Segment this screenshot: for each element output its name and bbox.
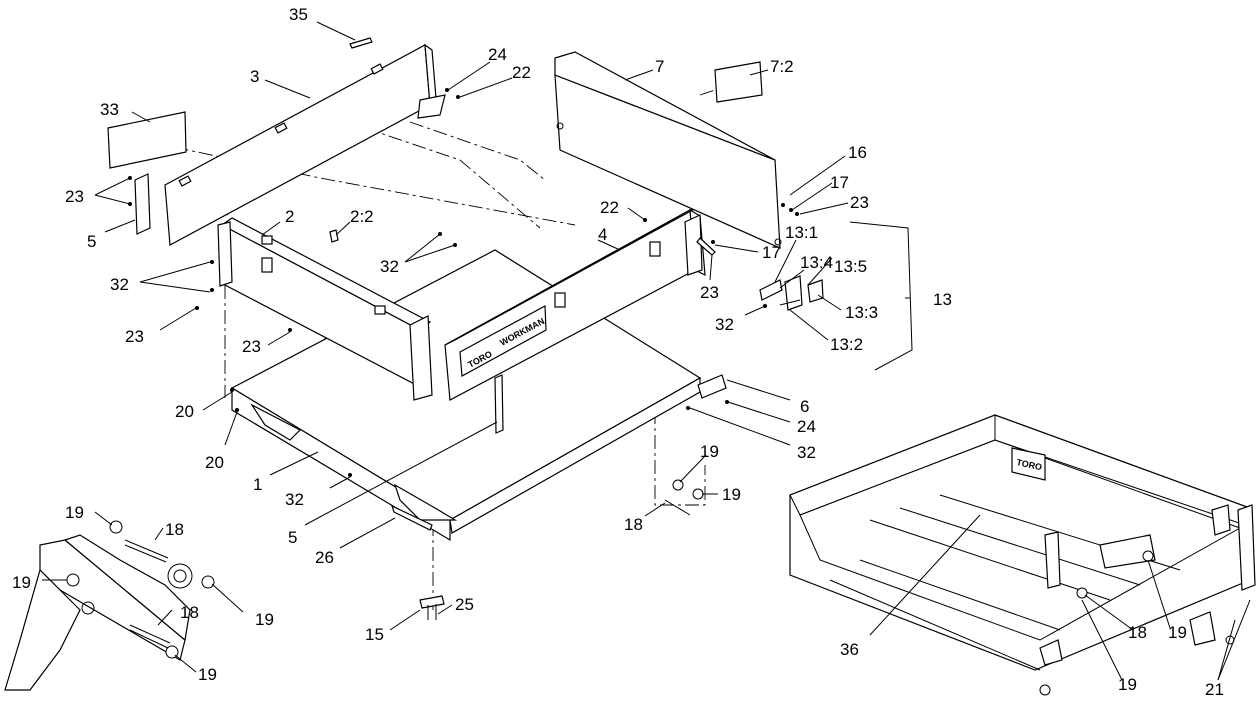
callout-24: 24 xyxy=(797,417,816,436)
part-2-side-panel xyxy=(217,217,433,401)
callout-7-2: 7:2 xyxy=(770,57,794,76)
callout-1: 1 xyxy=(253,475,262,494)
callout-23: 23 xyxy=(242,337,261,356)
callout-33: 33 xyxy=(100,100,119,119)
callout-19: 19 xyxy=(700,442,719,461)
callout-22: 22 xyxy=(512,63,531,82)
callout-32: 32 xyxy=(715,315,734,334)
callout-labels: 35 3 24 22 7 7:2 33 23 5 2 2:2 22 4 16 1… xyxy=(12,5,1224,699)
callout-13-3: 13:3 xyxy=(845,303,878,322)
callout-6: 6 xyxy=(800,397,809,416)
callout-13-2: 13:2 xyxy=(830,335,863,354)
callout-18: 18 xyxy=(624,515,643,534)
callout-13-4: 13:4 xyxy=(800,253,833,272)
callout-18: 18 xyxy=(165,520,184,539)
part-7-tailgate xyxy=(554,51,782,249)
callout-20: 20 xyxy=(175,402,194,421)
callout-19: 19 xyxy=(1168,623,1187,642)
part-6-latch-plate xyxy=(697,374,727,399)
callout-13: 13 xyxy=(933,290,952,309)
part-33-decal xyxy=(107,111,187,169)
callout-21: 21 xyxy=(1205,680,1224,699)
callout-19: 19 xyxy=(198,665,217,684)
callout-19: 19 xyxy=(12,573,31,592)
assembled-bed-view: TORO xyxy=(789,414,1256,696)
callout-16: 16 xyxy=(848,143,867,162)
part-5-strip xyxy=(494,374,504,434)
callout-5: 5 xyxy=(288,528,297,547)
callout-23: 23 xyxy=(700,283,719,302)
callout-32: 32 xyxy=(110,275,129,294)
callout-19: 19 xyxy=(1118,675,1137,694)
part-13-latch-assembly xyxy=(759,275,824,311)
callout-19: 19 xyxy=(722,485,741,504)
callout-24: 24 xyxy=(488,45,507,64)
callout-32: 32 xyxy=(380,257,399,276)
callout-2-2: 2:2 xyxy=(350,207,374,226)
callout-7: 7 xyxy=(655,57,664,76)
callout-32: 32 xyxy=(285,490,304,509)
callout-23: 23 xyxy=(65,187,84,206)
callout-20: 20 xyxy=(205,453,224,472)
callout-26: 26 xyxy=(315,548,334,567)
callout-19: 19 xyxy=(65,503,84,522)
callout-4: 4 xyxy=(598,225,607,244)
callout-17: 17 xyxy=(762,243,781,262)
part-5-bracket-left xyxy=(134,173,151,235)
callout-3: 3 xyxy=(250,67,259,86)
part-7-2-decal xyxy=(714,61,763,103)
part-35-strip xyxy=(349,37,373,49)
callout-5: 5 xyxy=(87,232,96,251)
part-3-rear-panel xyxy=(164,43,446,246)
part-26-flap xyxy=(390,504,433,531)
callout-19: 19 xyxy=(255,610,274,629)
callout-25: 25 xyxy=(455,595,474,614)
pivot-frame-assembly xyxy=(4,520,215,691)
callout-18: 18 xyxy=(1128,623,1147,642)
callout-22: 22 xyxy=(600,198,619,217)
callout-32: 32 xyxy=(797,443,816,462)
callout-23: 23 xyxy=(125,327,144,346)
callout-36: 36 xyxy=(840,640,859,659)
leader-lines xyxy=(42,21,1251,681)
callout-2: 2 xyxy=(285,207,294,226)
callout-18: 18 xyxy=(180,603,199,622)
callout-23: 23 xyxy=(850,193,869,212)
callout-15: 15 xyxy=(365,625,384,644)
callout-13-1: 13:1 xyxy=(785,223,818,242)
callout-17: 17 xyxy=(830,173,849,192)
callout-35: 35 xyxy=(289,5,308,24)
callout-13-5: 13:5 xyxy=(834,257,867,276)
